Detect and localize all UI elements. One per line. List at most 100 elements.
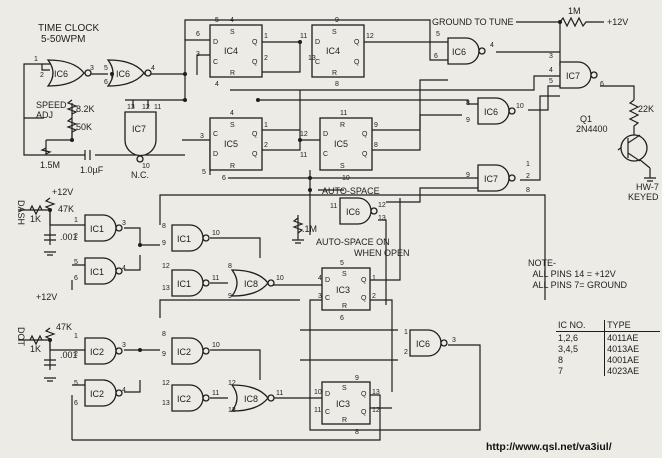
svg-text:5: 5	[74, 259, 78, 266]
svg-text:1: 1	[74, 333, 78, 340]
c-001-dash-label: .001	[60, 232, 78, 242]
r-1m-label: 1M	[568, 6, 581, 16]
gate-ic1c	[171, 224, 210, 252]
ic6c-label: IC6	[452, 47, 466, 57]
svg-text:1: 1	[372, 275, 376, 282]
svg-text:6: 6	[74, 400, 78, 407]
svg-text:8: 8	[374, 142, 378, 149]
gate-ic2b	[84, 379, 123, 407]
flipflop-ic3b	[321, 381, 371, 425]
svg-text:13: 13	[372, 389, 380, 396]
wiring	[18, 19, 651, 441]
svg-text:Q: Q	[362, 131, 368, 138]
svg-text:C: C	[325, 409, 330, 416]
svg-text:Q: Q	[354, 39, 360, 46]
gate-ic1a	[84, 214, 123, 242]
svg-text:9: 9	[355, 375, 359, 382]
flipflop-ic3a	[321, 267, 371, 311]
r-8k2-label: 8.2K	[76, 104, 95, 114]
svg-text:C: C	[213, 131, 218, 138]
svg-text:Q: Q	[361, 295, 367, 302]
ic-no-cell: 3,4,5	[556, 343, 606, 354]
dash-label: DASH	[16, 200, 26, 225]
ic-no-cell: 7	[556, 365, 606, 376]
svg-text:Q: Q	[361, 409, 367, 416]
svg-text:S: S	[340, 163, 345, 170]
svg-text:Q: Q	[361, 391, 367, 398]
svg-text:6: 6	[222, 175, 226, 182]
ic7b-label: IC7	[484, 174, 498, 184]
svg-text:D: D	[213, 151, 218, 158]
svg-text:5: 5	[74, 380, 78, 387]
ic7a-label: IC7	[566, 71, 580, 81]
keyed-label: KEYED	[628, 192, 659, 202]
svg-text:C: C	[323, 151, 328, 158]
svg-text:10: 10	[314, 389, 322, 396]
ic-type-cell: 4023AE	[607, 366, 640, 376]
svg-text:6: 6	[74, 275, 78, 282]
svg-text:10: 10	[212, 342, 220, 349]
svg-text:10: 10	[212, 230, 220, 237]
svg-text:D: D	[213, 39, 218, 46]
gate-ic8b	[231, 384, 275, 412]
ic5b-label: IC5	[334, 139, 348, 149]
svg-text:10: 10	[276, 275, 284, 282]
ic1c-label: IC1	[177, 234, 191, 244]
ic3a-label: IC3	[336, 285, 350, 295]
ic-type-cell: 4013AE	[607, 344, 640, 354]
svg-text:C: C	[325, 295, 330, 302]
svg-text:1: 1	[264, 33, 268, 40]
hw7-label: HW-7	[636, 182, 659, 192]
svg-text:3: 3	[196, 51, 200, 58]
svg-text:9: 9	[335, 17, 339, 24]
svg-text:4: 4	[151, 65, 155, 72]
gate-ic6a	[47, 59, 92, 87]
svg-text:9: 9	[466, 117, 470, 124]
svg-text:4: 4	[230, 110, 234, 117]
svg-text:Q: Q	[252, 151, 258, 158]
c-1uf-label: 1.0µF	[80, 165, 104, 175]
r-1m-as-label: .1M	[302, 224, 317, 234]
svg-text:S: S	[332, 29, 337, 36]
ic8b-label: IC8	[244, 394, 258, 404]
svg-text:4: 4	[122, 387, 126, 394]
ic4b-label: IC4	[326, 46, 340, 56]
nc-label: N.C.	[131, 170, 149, 180]
gate-ic1b	[84, 257, 123, 285]
junctions	[48, 20, 562, 352]
svg-text:13: 13	[162, 400, 170, 407]
flipflop-ic5b	[319, 117, 373, 171]
ic6a-label: IC6	[54, 69, 68, 79]
svg-text:2: 2	[372, 293, 376, 300]
svg-text:9: 9	[162, 351, 166, 358]
svg-text:Q: Q	[252, 131, 258, 138]
svg-text:D: D	[325, 277, 330, 284]
r-47k-dash-label: 47K	[58, 204, 74, 214]
ic4a-label: IC4	[224, 46, 238, 56]
schematic-subtitle: 5-50WPM	[41, 34, 85, 45]
svg-text:8: 8	[355, 429, 359, 436]
gate-ic7-nc	[124, 111, 157, 163]
gate-ic6b	[107, 59, 152, 87]
svg-text:8: 8	[228, 263, 232, 270]
svg-text:12: 12	[372, 407, 380, 414]
r-1k-dash-label: 1K	[30, 214, 41, 224]
svg-text:6: 6	[434, 53, 438, 60]
r-50k-label: 50K	[76, 122, 92, 132]
svg-text:10: 10	[342, 175, 350, 182]
svg-text:8: 8	[526, 187, 530, 194]
ic1d-label: IC1	[177, 279, 191, 289]
svg-text:D: D	[323, 131, 328, 138]
flipflop-ic4b	[311, 24, 365, 78]
svg-text:6: 6	[196, 31, 200, 38]
svg-text:9: 9	[162, 240, 166, 247]
resistors	[29, 16, 640, 346]
note-text: NOTE- ALL PINS 14 = +12V ALL PINS 7= GRO…	[528, 258, 627, 290]
gate-ic6f	[409, 329, 448, 357]
gate-ic2c	[171, 337, 210, 365]
ground-symbols	[44, 177, 656, 382]
svg-text:13: 13	[228, 407, 236, 414]
svg-text:Q: Q	[354, 59, 360, 66]
ic2b-label: IC2	[90, 389, 104, 399]
